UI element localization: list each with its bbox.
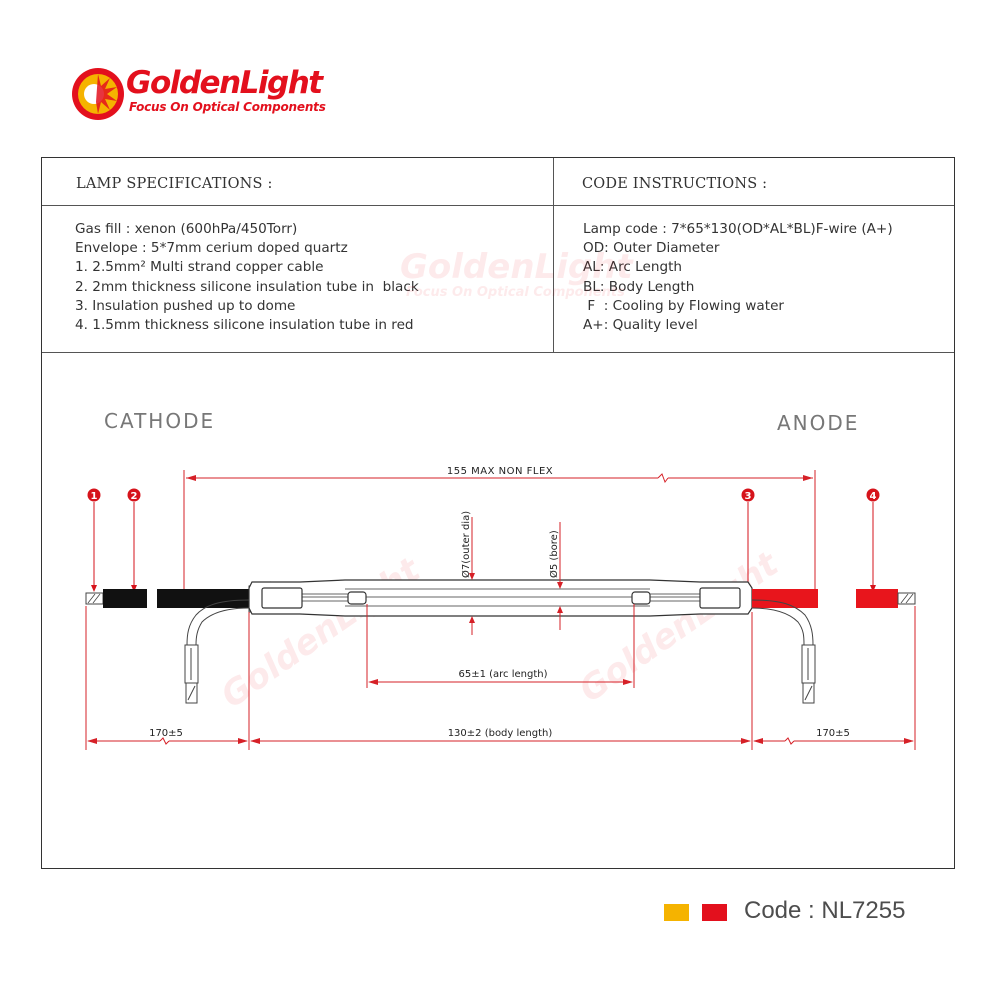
callout-2: 2	[127, 488, 141, 592]
lamp-specifications-header: LAMP SPECIFICATIONS :	[76, 176, 273, 192]
column-divider	[553, 158, 554, 352]
code-instruction-list: Lamp code : 7*65*130(OD*AL*BL)F-wire (A+…	[583, 220, 893, 335]
cathode-lead	[85, 581, 271, 613]
bore-label: Ø5 (bore)	[548, 530, 560, 578]
yellow-swatch	[664, 904, 689, 921]
spec-line: Gas fill : xenon (600hPa/450Torr)	[75, 221, 298, 237]
spec-line: 2. 2mm thickness silicone insulation tub…	[75, 278, 419, 295]
code-line: BL: Body Length	[583, 278, 695, 295]
body-length-label: 130±2 (body length)	[448, 728, 553, 739]
spec-line: 4. 1.5mm thickness silicone insulation t…	[75, 317, 414, 334]
watermark-tagline: Focus On Optical Components	[406, 285, 625, 300]
watermark-name: GoldenLight	[400, 247, 634, 287]
length-dimensions	[85, 606, 916, 750]
code-line: AL: Arc Length	[583, 259, 683, 276]
code-line: A+: Quality level	[583, 317, 698, 334]
callout-number: 3	[745, 491, 752, 502]
lead-length-right-label: 170±5	[816, 728, 850, 739]
outer-dia-label: Ø7(outer dia)	[460, 511, 472, 578]
product-code-label: Code : NL7255	[744, 897, 906, 924]
spec-list: Gas fill : xenon (600hPa/450Torr) Envelo…	[75, 220, 419, 335]
max-non-flex-label: 155 MAX NON FLEX	[447, 466, 553, 477]
lamp-envelope	[248, 579, 753, 617]
section-divider	[42, 352, 954, 353]
brand-tagline: Focus On Optical Components	[129, 100, 326, 114]
spec-frame: LAMP SPECIFICATIONS : CODE INSTRUCTIONS …	[41, 157, 955, 869]
spec-line: Envelope : 5*7mm cerium doped quartz	[75, 240, 348, 257]
bent-lead-left	[184, 599, 250, 704]
callout-number: 1	[91, 491, 98, 502]
sun-logo-icon	[72, 68, 124, 120]
spec-line: 3. Insulation pushed up to dome	[75, 297, 296, 314]
watermark-name: GoldenLight	[572, 543, 787, 710]
anode-lead	[752, 589, 916, 608]
red-swatch	[702, 904, 727, 921]
outer-dia-marker	[469, 517, 475, 635]
max-non-flex-dimension	[183, 470, 816, 590]
callout-number: 4	[870, 491, 877, 502]
code-line: OD: Outer Diameter	[583, 240, 720, 257]
arc-length-label: 65±1 (arc length)	[458, 669, 547, 680]
code-instructions-header: CODE INSTRUCTIONS :	[582, 176, 768, 192]
callout-1: 1	[87, 488, 101, 592]
bent-lead-right	[751, 599, 816, 704]
spec-line: 1. 2.5mm² Multi strand copper cable	[75, 259, 324, 276]
arc-length-dimension	[366, 604, 635, 688]
code-line: F : Cooling by Flowing water	[583, 297, 785, 314]
lead-length-left-label: 170±5	[149, 728, 183, 739]
watermark-name: GoldenLight	[214, 549, 429, 716]
code-line: Lamp code : 7*65*130(OD*AL*BL)F-wire (A+…	[583, 221, 893, 237]
anode-label: ANODE	[777, 411, 859, 435]
header-divider	[42, 205, 954, 206]
callout-4: 4	[866, 488, 880, 592]
brand-name: GoldenLight	[126, 65, 323, 101]
callout-number: 2	[131, 491, 138, 502]
cathode-label: CATHODE	[104, 409, 215, 433]
watermark-group: GoldenLight Focus On Optical Components …	[214, 247, 787, 716]
bore-marker	[557, 522, 563, 630]
brand-logo: GoldenLight Focus On Optical Components	[70, 66, 370, 122]
